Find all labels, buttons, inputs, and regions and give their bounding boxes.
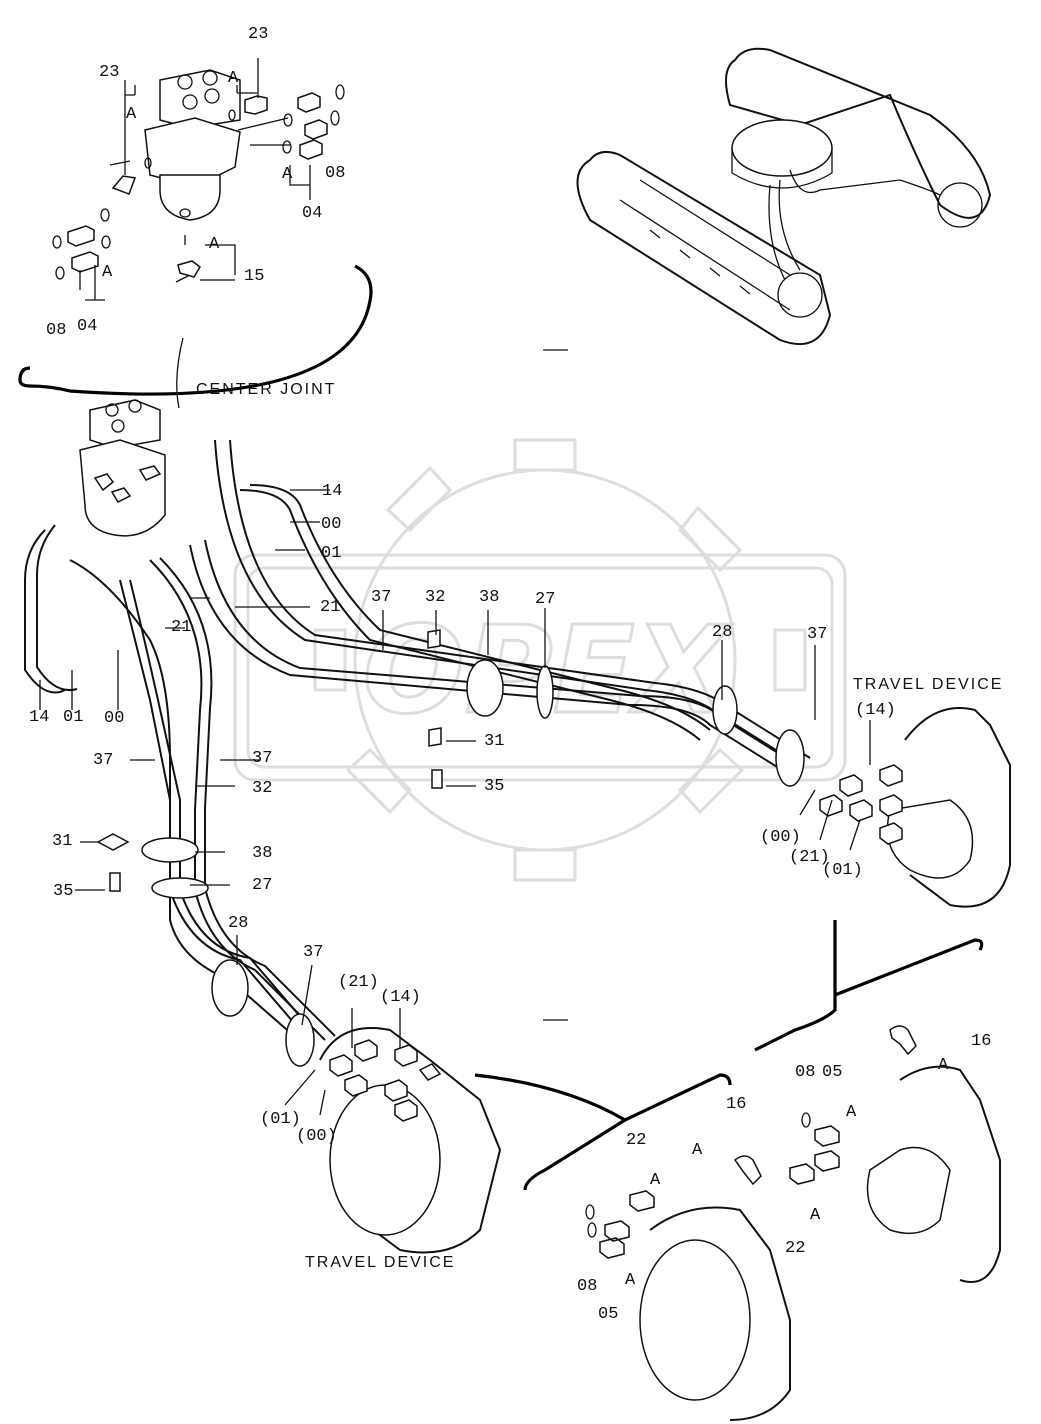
- travel-device-caption-left: TRAVEL DEVICE: [305, 1254, 456, 1271]
- callout-23: 23: [248, 25, 269, 44]
- callout-32: 32: [425, 588, 446, 607]
- callout-08: 08: [795, 1063, 816, 1082]
- callout-00-paren: (00): [760, 828, 801, 847]
- callout-a: A: [938, 1056, 949, 1075]
- callout-01-paren: (01): [822, 861, 863, 880]
- center-joint-leader: [176, 337, 184, 409]
- callout-27: 27: [535, 590, 556, 609]
- callout-14-paren: (14): [855, 701, 896, 720]
- callout-14: 14: [322, 482, 343, 501]
- callout-05: 05: [822, 1063, 843, 1082]
- callout-15: 15: [244, 267, 265, 286]
- callout-37: 37: [371, 588, 392, 607]
- callout-00: 00: [321, 515, 342, 534]
- callout-37: 37: [807, 625, 828, 644]
- callout-08: 08: [577, 1277, 598, 1296]
- callout-bracket-right: [754, 920, 984, 1052]
- callout-38: 38: [252, 844, 273, 863]
- callout-08: 08: [325, 164, 346, 183]
- callout-37: 37: [303, 943, 324, 962]
- callout-35: 35: [53, 882, 74, 901]
- clamps: [96, 629, 805, 1067]
- callout-37: 37: [93, 751, 114, 770]
- callout-a: A: [209, 235, 220, 254]
- travel-device-left: [319, 1027, 502, 1254]
- callout-14: 14: [29, 708, 50, 727]
- callout-08: 08: [46, 321, 67, 340]
- callout-a: A: [126, 105, 137, 124]
- callout-04: 04: [77, 317, 98, 336]
- travel-device-detail-left: [585, 1155, 791, 1421]
- callout-21: 21: [320, 598, 341, 617]
- callout-04: 04: [302, 204, 323, 223]
- callout-16: 16: [971, 1032, 992, 1051]
- callout-21: 21: [171, 618, 192, 637]
- travel-device-detail-right: [789, 1025, 1001, 1283]
- callout-a: A: [102, 263, 113, 282]
- center-joint-assembled: [79, 399, 166, 537]
- callout-27: 27: [252, 876, 273, 895]
- callout-31: 31: [52, 832, 73, 851]
- callout-22: 22: [626, 1131, 647, 1150]
- callout-05: 05: [598, 1305, 619, 1324]
- callout-bracket-left: [474, 1073, 732, 1191]
- callout-21-paren: (21): [338, 973, 379, 992]
- travel-device-right: [819, 707, 1011, 908]
- callout-38: 38: [479, 588, 500, 607]
- watermark-gear: [233, 438, 847, 882]
- callout-00: 00: [104, 709, 125, 728]
- callout-31: 31: [484, 732, 505, 751]
- leader-lines: [39, 489, 871, 1116]
- travel-device-caption-right: TRAVEL DEVICE: [853, 676, 1004, 693]
- callout-22: 22: [785, 1239, 806, 1258]
- callout-28: 28: [228, 914, 249, 933]
- hose-bundle-upper: [189, 439, 811, 776]
- callout-00-paren: (00): [296, 1127, 337, 1146]
- callout-a: A: [228, 69, 239, 88]
- callout-a: A: [692, 1141, 703, 1160]
- callout-35: 35: [484, 777, 505, 796]
- callout-21-paren: (21): [789, 848, 830, 867]
- center-joint-exploded-view: [18, 58, 373, 396]
- callout-a: A: [625, 1271, 636, 1290]
- hose-bundle-lower: [24, 524, 336, 1051]
- callout-28: 28: [712, 623, 733, 642]
- machine-undercarriage-view: [576, 47, 992, 345]
- callout-a: A: [650, 1171, 661, 1190]
- callout-14-paren: (14): [380, 988, 421, 1007]
- callout-23: 23: [99, 63, 120, 82]
- callout-16: 16: [726, 1095, 747, 1114]
- callout-01: 01: [321, 544, 342, 563]
- callout-a: A: [282, 165, 293, 184]
- callout-01: 01: [63, 708, 84, 727]
- callout-32: 32: [252, 779, 273, 798]
- center-joint-caption: CENTER JOINT: [196, 381, 337, 398]
- callout-a: A: [846, 1103, 857, 1122]
- callout-37: 37: [252, 749, 273, 768]
- callout-01-paren: (01): [260, 1110, 301, 1129]
- callout-a: A: [810, 1206, 821, 1225]
